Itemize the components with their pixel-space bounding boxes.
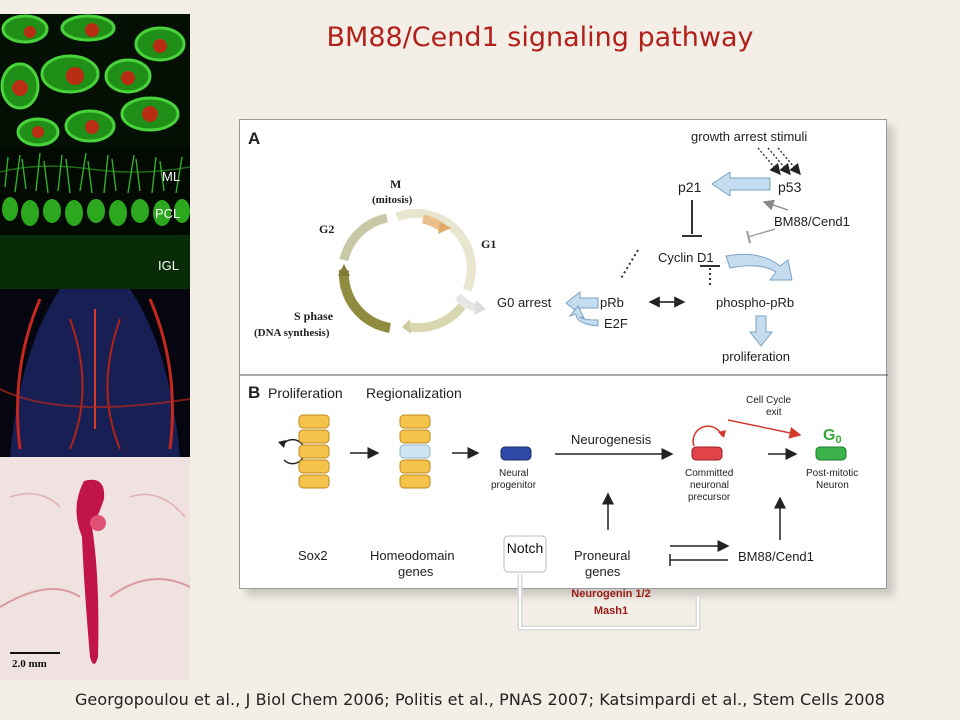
phase-s: S phase [294, 309, 334, 323]
homeodomain-label-1: Homeodomain [370, 548, 455, 563]
progenitor-stack-2 [399, 414, 431, 489]
cell-cycle-exit-label-2: exit [766, 407, 782, 418]
g0-subscript: 0 [835, 434, 841, 446]
prb-to-g0-arrow [565, 290, 599, 316]
proliferation-label-a: proliferation [722, 349, 790, 364]
proliferation-label-b: Proliferation [268, 385, 343, 401]
proneural-label-2: genes [585, 564, 621, 579]
regionalization-label: Regionalization [366, 385, 462, 401]
pathway-figure: A M (mitosis) G1 G2 S phase (DNA synthes… [239, 119, 888, 589]
neural-progenitor-label-2: progenitor [491, 480, 537, 491]
phase-mitosis: (mitosis) [372, 194, 413, 206]
proneural-label-1: Proneural [574, 548, 630, 563]
citation: Georgopoulou et al., J Biol Chem 2006; P… [74, 690, 886, 709]
notch-label: Notch [506, 540, 544, 556]
micrograph-neural-tube [0, 289, 190, 457]
cell-cycle-exit-label-1: Cell Cycle [746, 395, 791, 406]
label-igl: IGL [158, 258, 179, 273]
bm88-label-b: BM88/Cend1 [738, 549, 814, 564]
g0-arrest-label: G0 arrest [497, 295, 552, 310]
g0-letter: G [823, 427, 835, 444]
p53-label: p53 [778, 179, 802, 195]
g0-label: G0 [823, 427, 842, 446]
sox2-label: Sox2 [298, 548, 328, 563]
neurogenin-label: Neurogenin 1/2 [571, 588, 651, 600]
label-pcl: PCL [155, 206, 180, 221]
phase-dna-synthesis: (DNA synthesis) [254, 327, 330, 339]
phase-m: M [390, 177, 401, 191]
phase-g2: G2 [319, 222, 334, 236]
e2f-label: E2F [604, 316, 628, 331]
committed-precursor-cell [691, 446, 723, 461]
post-mitotic-label-2: Neuron [816, 480, 849, 491]
mash1-label: Mash1 [593, 605, 629, 617]
post-mitotic-label-1: Post-mitotic [806, 468, 858, 479]
slide-title: BM88/Cend1 signaling pathway [326, 22, 754, 53]
homeodomain-label-2: genes [398, 564, 434, 579]
p21-label: p21 [678, 179, 702, 195]
phospho-prb-label: phospho-pRb [716, 295, 794, 310]
p53-to-p21-arrow [711, 171, 771, 197]
neural-progenitor-cell [500, 446, 532, 461]
cyclin-to-phospho-arrow [725, 253, 793, 281]
phase-g1: G1 [481, 237, 496, 251]
panel-a-label: A [248, 129, 260, 148]
neurogenesis-label: Neurogenesis [571, 432, 652, 447]
proneural-regulators: Neurogenin 1/2 Mash1 [556, 586, 666, 620]
progenitor-stack-1 [298, 414, 330, 489]
growth-arrest-arrows [757, 147, 801, 176]
scale-bar-label: 2.0 mm [12, 658, 47, 670]
committed-label-3: precursor [688, 492, 731, 503]
post-mitotic-neuron-cell [815, 446, 847, 461]
micrograph-embryo: 2.0 mm [0, 457, 190, 680]
bm88-label-a: BM88/Cend1 [774, 214, 850, 229]
micrograph-cells [0, 14, 190, 147]
label-ml: ML [162, 169, 180, 184]
neural-progenitor-label-1: Neural [499, 468, 528, 479]
prb-label: pRb [600, 295, 624, 310]
micrograph-cerebellum: ML PCL IGL [0, 147, 190, 289]
growth-arrest-label: growth arrest stimuli [691, 129, 807, 144]
committed-label-2: neuronal [690, 480, 729, 491]
cyclin-d1-label: Cyclin D1 [658, 250, 714, 265]
committed-label-1: Committed [685, 468, 733, 479]
panel-b-label: B [248, 383, 260, 402]
cell-cycle-diagram [338, 208, 486, 334]
